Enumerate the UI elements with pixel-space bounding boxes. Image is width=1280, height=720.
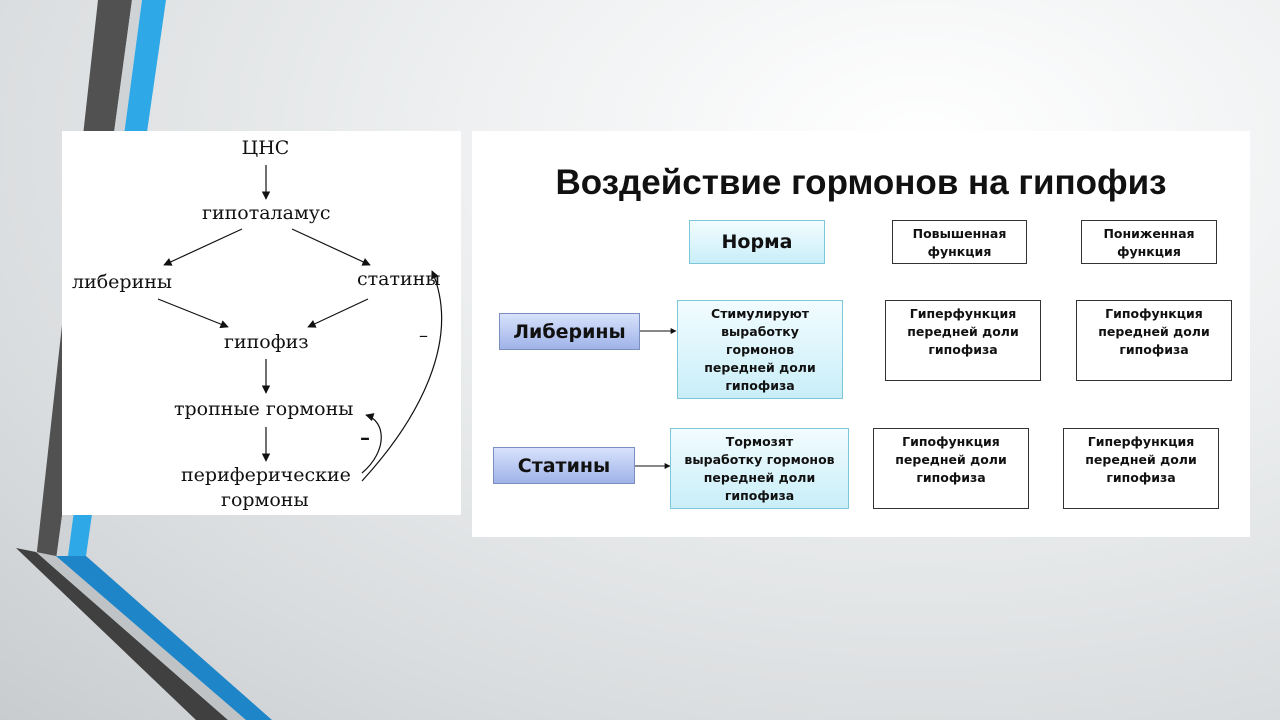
node-pituitary: гипофиз <box>224 331 309 353</box>
feedback-sign-upper: – <box>419 325 428 346</box>
feedback-arrow-to-tropic <box>361 413 382 474</box>
statins-increased-cell: Гипофункция передней доли гипофиза <box>873 428 1029 509</box>
arrow-statins-pituitary <box>307 298 369 328</box>
table-connectors <box>634 328 677 469</box>
node-tropic-hormones: тропные гормоны <box>174 398 354 420</box>
node-cns: ЦНС <box>241 137 290 159</box>
row-label-statins: Статины <box>493 447 635 484</box>
diagram-arrows: – – <box>157 165 443 482</box>
arrow-hypothalamus-liberins <box>163 228 243 266</box>
feedback-sign-lower: – <box>360 425 370 449</box>
arrow-hypothalamus-statins <box>291 228 371 266</box>
liberins-norm-cell: Стимулируют выработку гормонов передней … <box>677 300 843 399</box>
arrow-liberins-pituitary <box>157 298 229 329</box>
hormone-effect-panel: Воздействие гормонов на гипофиз Норма По… <box>472 131 1250 537</box>
node-peripheral-line2: гормоны <box>221 489 309 511</box>
header-norm: Норма <box>689 220 825 264</box>
row-label-liberins: Либерины <box>499 313 640 350</box>
liberins-increased-cell: Гиперфункция передней доли гипофиза <box>885 300 1041 381</box>
node-peripheral-line1: периферические <box>181 464 351 486</box>
statins-norm-cell: Тормозят выработку гормонов передней дол… <box>670 428 849 509</box>
header-decreased-function: Пониженная функция <box>1081 220 1217 264</box>
node-liberins: либерины <box>72 271 173 293</box>
feedback-arrow-to-statins <box>361 270 443 482</box>
node-hypothalamus: гипоталамус <box>202 202 331 224</box>
header-increased-function: Повышенная функция <box>892 220 1027 264</box>
node-statins: статины <box>357 268 441 290</box>
regulation-diagram-panel: – – ЦНС гипоталамус либерины статины гип… <box>62 131 461 515</box>
statins-decreased-cell: Гиперфункция передней доли гипофиза <box>1063 428 1219 509</box>
liberins-decreased-cell: Гипофункция передней доли гипофиза <box>1076 300 1232 381</box>
panel-title: Воздействие гормонов на гипофиз <box>555 163 1167 202</box>
